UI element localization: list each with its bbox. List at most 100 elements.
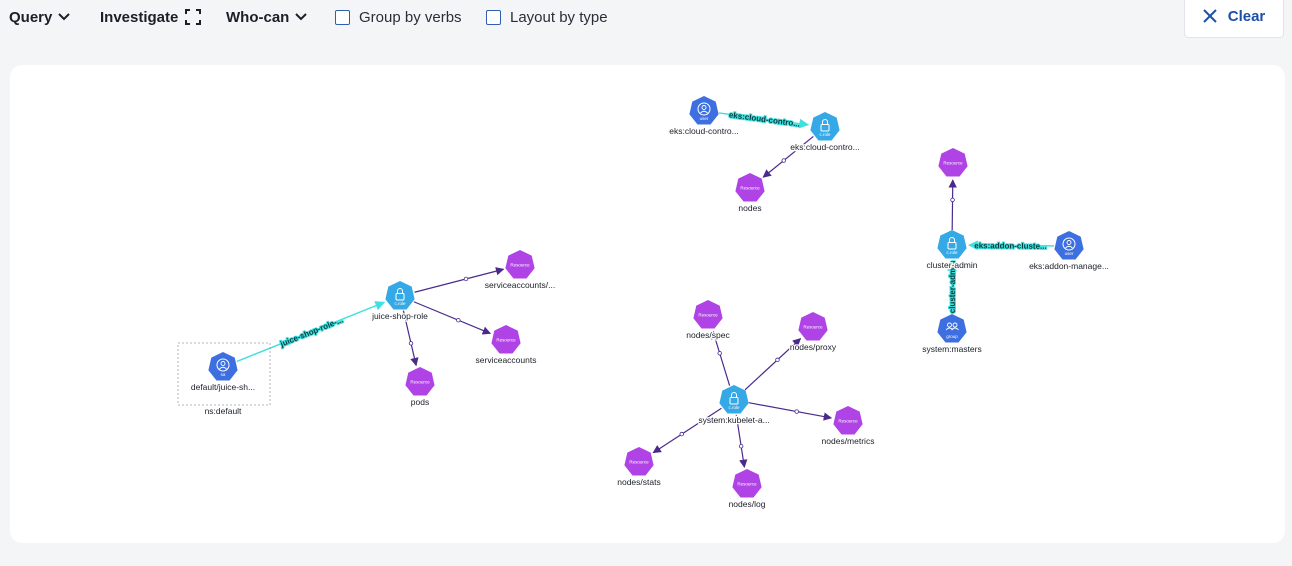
group-icon — [945, 322, 959, 331]
node-label: system:kubelet-a... — [698, 415, 769, 425]
node-shape[interactable] — [208, 352, 238, 381]
node-type-badge: c.role — [946, 250, 958, 255]
group-by-verbs-checkbox[interactable]: Group by verbs — [335, 6, 462, 28]
graph-node-nodes-spec[interactable]: Resource nodes/spec — [685, 300, 732, 341]
rbac-graph[interactable]: juice-shop-role-...eks:cloud-contro...ek… — [10, 65, 1285, 543]
node-shape[interactable] — [732, 469, 762, 498]
edge-midpoint — [463, 276, 469, 282]
graph-edge[interactable] — [402, 310, 419, 367]
lock-icon — [820, 119, 830, 132]
investigate-label: Investigate — [100, 8, 179, 26]
node-type-badge: Resource — [410, 380, 430, 385]
graph-node-serviceaccounts[interactable]: Resource serviceaccounts — [474, 325, 538, 366]
graph-edge[interactable] — [968, 240, 1055, 251]
whocan-menu[interactable]: Who-can — [226, 6, 308, 28]
graph-node-serviceaccounts-slash[interactable]: Resourceserviceaccounts/... — [484, 250, 556, 291]
node-shape[interactable] — [810, 112, 840, 141]
edge-label: cluster-admin — [948, 261, 957, 314]
node-shape[interactable] — [491, 325, 521, 354]
node-shape[interactable] — [1054, 231, 1084, 260]
node-type-badge: c.role — [819, 132, 831, 137]
node-shape[interactable] — [938, 148, 968, 177]
layout-by-type-checkbox[interactable]: Layout by type — [486, 6, 608, 28]
graph-edge[interactable] — [236, 301, 386, 363]
edge-midpoint — [794, 409, 799, 414]
node-label: default/juice-sh... — [191, 382, 255, 392]
node-label: eks:addon-manage... — [1029, 261, 1109, 271]
clear-button[interactable]: Clear — [1184, 0, 1284, 38]
graph-edge[interactable] — [748, 402, 833, 421]
node-shape[interactable] — [505, 250, 535, 279]
node-type-badge: Resource — [803, 325, 823, 330]
edge-midpoint — [679, 431, 684, 437]
node-label: cluster-admin — [926, 260, 977, 270]
node-type-badge: Resource — [698, 313, 718, 318]
node-shape[interactable] — [937, 230, 967, 259]
investigate-button[interactable]: Investigate — [100, 6, 202, 28]
node-shape[interactable] — [624, 447, 654, 476]
graph-node-system-kubelet[interactable]: c.rolesystem:kubelet-a... — [697, 385, 771, 426]
node-shape[interactable] — [833, 406, 863, 435]
graph-edge[interactable] — [948, 179, 957, 231]
graph-node-top-resource[interactable]: Resource — [938, 148, 968, 177]
graph-edge[interactable] — [652, 407, 722, 454]
chevron-down-icon — [295, 13, 308, 21]
node-label: system:masters — [922, 344, 982, 354]
node-type-badge: Resource — [510, 263, 530, 268]
edge-midpoint — [408, 341, 414, 346]
graph-node-eks-cc-user[interactable]: usereks:cloud-contro... — [668, 96, 740, 137]
node-label: nodes/spec — [686, 330, 730, 340]
node-shape[interactable] — [798, 312, 828, 341]
edge-midpoint — [456, 317, 461, 323]
group-by-verbs-label: Group by verbs — [359, 8, 462, 26]
node-label: serviceaccounts — [476, 355, 537, 365]
node-label: pods — [411, 397, 429, 407]
graph-node-cluster-admin[interactable]: c.role cluster-admin — [925, 230, 979, 271]
checkbox-box[interactable] — [335, 9, 350, 25]
node-type-badge: Resource — [838, 419, 858, 424]
query-menu[interactable]: Query — [9, 6, 71, 28]
namespace-label: ns:default — [205, 406, 242, 416]
node-shape[interactable] — [405, 367, 435, 396]
graph-edge[interactable] — [413, 301, 492, 335]
node-type-badge: Resource — [496, 338, 516, 343]
graph-node-pods[interactable]: Resource pods — [405, 367, 435, 408]
graph-canvas[interactable]: juice-shop-role-...eks:cloud-contro...ek… — [10, 65, 1285, 543]
edge-label: eks:cloud-contro... — [728, 110, 800, 128]
node-type-badge: Resource — [943, 161, 963, 166]
graph-edge[interactable] — [414, 267, 505, 293]
node-type-badge: Resource — [629, 460, 649, 465]
node-shape[interactable] — [735, 173, 765, 202]
node-shape[interactable] — [385, 281, 415, 310]
user-icon — [1062, 237, 1076, 251]
graph-edge[interactable] — [762, 135, 814, 178]
node-shape[interactable] — [693, 300, 723, 329]
close-icon — [1203, 9, 1217, 23]
edge-midpoint — [781, 158, 786, 163]
edge-label: eks:addon-cluste... — [974, 241, 1047, 251]
graph-node-eks-cc-role[interactable]: c.role eks:cloud-contro... — [789, 112, 861, 153]
node-label: juice-shop-role — [371, 311, 428, 321]
node-shape[interactable] — [689, 96, 719, 125]
graph-edge[interactable] — [744, 337, 802, 391]
node-shape[interactable] — [719, 385, 749, 414]
node-shape[interactable] — [937, 314, 967, 343]
graph-node-default-juice-sh[interactable]: sa default/juice-sh... — [190, 352, 256, 393]
node-label: eks:cloud-contro... — [790, 142, 859, 152]
node-type-badge: sa — [221, 372, 226, 377]
graph-edge[interactable] — [735, 414, 748, 469]
checkbox-box[interactable] — [486, 9, 501, 25]
graph-edge[interactable] — [711, 330, 731, 386]
node-type-badge: user — [1065, 251, 1074, 256]
user-icon — [216, 358, 230, 372]
graph-edge[interactable] — [718, 112, 810, 129]
node-label: eks:cloud-contro... — [669, 126, 738, 136]
graph-node-eks-addon-manage[interactable]: user eks:addon-manage... — [1028, 231, 1110, 272]
